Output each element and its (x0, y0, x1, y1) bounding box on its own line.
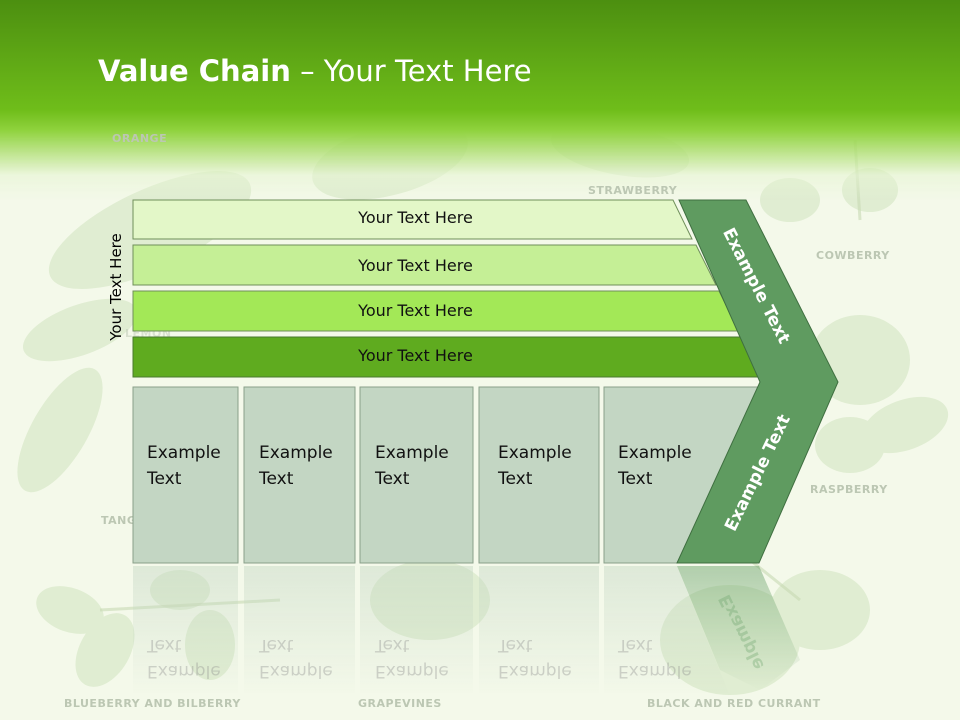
box-4-reflection-text: Example Text (498, 632, 598, 684)
box-3-refl-line-2: Text (375, 635, 410, 655)
bg-label-blueberry: BLUEBERRY AND BILBERRY (64, 697, 241, 710)
bg-label-currant: BLACK AND RED CURRANT (647, 697, 821, 710)
box-reflection-4 (479, 566, 599, 696)
box-4-line-1: Example (498, 443, 572, 463)
chain-row-2[interactable] (132, 244, 717, 286)
box-reflection-2 (244, 566, 355, 696)
header-band (0, 0, 960, 200)
side-label: Your Text Here (107, 233, 125, 341)
row-3-label: Your Text Here (358, 301, 473, 320)
bg-label-orange: ORANGE (112, 132, 168, 145)
box-5-reflection-text: Example Text (618, 632, 718, 684)
box-2-refl-line-2: Text (259, 635, 294, 655)
bg-label-grapevines: GRAPEVINES (358, 697, 442, 710)
slide-title: Value Chain – Your Text Here (98, 54, 532, 88)
row-4-label: Your Text Here (358, 346, 473, 365)
box-2-refl-line-1: Example (259, 661, 333, 681)
box-1-line-1: Example (147, 443, 221, 463)
activity-box-2[interactable] (243, 386, 356, 564)
box-reflection-1 (133, 566, 238, 696)
bg-label-raspberry: RASPBERRY (810, 483, 888, 496)
box-3-reflection-text: Example Text (375, 632, 475, 684)
chain-row-1[interactable] (132, 199, 693, 240)
bg-label-tangerine: TANG (101, 514, 137, 527)
box-1-refl-line-1: Example (147, 661, 221, 681)
box-1-reflection-text: Example Text (147, 632, 247, 684)
activity-box-4[interactable] (478, 386, 600, 564)
box-3-refl-line-1: Example (375, 661, 449, 681)
title-bold: Value Chain (98, 54, 291, 88)
title-rest: – Your Text Here (290, 54, 532, 88)
box-5-line-1: Example (618, 443, 692, 463)
box-2-line-2: Text (259, 469, 294, 489)
box-5-line-2: Text (618, 469, 653, 489)
box-1-refl-line-2: Text (147, 635, 182, 655)
bg-label-cowberry: COWBERRY (816, 249, 890, 262)
chevron-arrow[interactable] (676, 199, 839, 564)
row-2-label: Your Text Here (358, 256, 473, 275)
bg-label-strawberry: STRAWBERRY (588, 184, 678, 197)
box-2-line-1: Example (259, 443, 333, 463)
box-1-line-2: Text (147, 469, 182, 489)
box-3-line-1: Example (375, 443, 449, 463)
box-4-refl-line-2: Text (498, 635, 533, 655)
box-5-refl-line-2: Text (618, 635, 653, 655)
chevron-reflection (677, 566, 800, 690)
activity-box-3[interactable] (359, 386, 474, 564)
box-reflection-3 (360, 566, 473, 696)
box-reflection-5 (604, 566, 730, 696)
activity-box-1[interactable] (132, 386, 239, 564)
box-4-line-2: Text (498, 469, 533, 489)
row-1-label: Your Text Here (358, 208, 473, 227)
box-4-refl-line-1: Example (498, 661, 572, 681)
box-5-refl-line-1: Example (618, 661, 692, 681)
box-3-line-2: Text (375, 469, 410, 489)
box-2-reflection-text: Example Text (259, 632, 359, 684)
